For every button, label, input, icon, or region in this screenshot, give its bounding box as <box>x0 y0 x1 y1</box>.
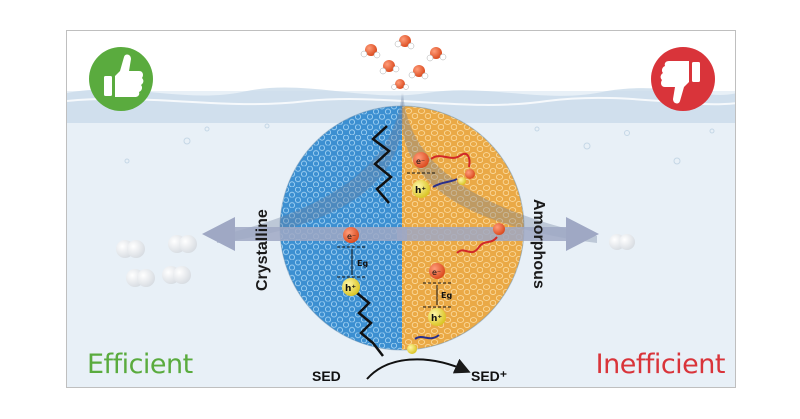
electron-symbol-amorphous-1: e⁻ <box>416 157 425 166</box>
hole-amorphous-1 <box>412 180 430 198</box>
hole-symbol-amorphous-1: h⁺ <box>415 186 426 196</box>
electron-amorphous-1 <box>413 152 429 168</box>
band-diagram-amorphous-top <box>407 152 475 198</box>
band-diagram-crystalline <box>337 227 367 296</box>
water-surface <box>67 87 735 123</box>
electron-crystalline <box>343 227 359 243</box>
electron-symbol-amorphous-2: e⁻ <box>432 268 441 277</box>
electron-symbol-crystalline: e⁻ <box>347 232 356 241</box>
bandgap-amorphous: Eg <box>441 291 452 300</box>
hole-symbol-amorphous-2: h⁺ <box>431 314 442 324</box>
left-arrow <box>202 217 407 251</box>
hydrogen-molecule-right <box>609 234 635 250</box>
hydrogen-molecules-left <box>116 235 197 287</box>
diagram-figure: Crystalline Amorphous SED SED⁺ e⁻ h⁺ Eg … <box>66 30 736 388</box>
bandgap-crystalline: Eg <box>357 259 368 268</box>
thumbs-up-icon <box>89 47 153 111</box>
hole-amorphous-2 <box>428 308 446 326</box>
hole-path-crystalline <box>356 292 384 357</box>
electron-amorphous-2 <box>429 263 445 279</box>
crystalline-label: Crystalline <box>254 209 271 291</box>
recombination-path-1 <box>430 152 471 168</box>
diagram-scene: Crystalline Amorphous SED SED⁺ e⁻ h⁺ Eg … <box>67 31 735 387</box>
water-bubbles <box>124 123 715 165</box>
efficient-caption: Efficient <box>87 349 193 380</box>
thumbs-down-icon <box>651 47 715 111</box>
electron-path-crystalline <box>371 125 393 204</box>
inefficient-caption: Inefficient <box>595 349 726 380</box>
water-molecules <box>360 35 447 90</box>
light-wedge-right <box>401 93 597 243</box>
sed-oxidation-arrow <box>366 358 471 380</box>
band-diagram-amorphous-bottom <box>407 223 505 354</box>
recombination-path-2 <box>456 236 498 254</box>
right-arrow <box>397 217 599 251</box>
light-wedge-left <box>217 93 403 243</box>
sed-plus-label: SED⁺ <box>471 368 507 384</box>
hole-crystalline <box>342 278 360 296</box>
amorphous-label: Amorphous <box>530 199 547 289</box>
hole-symbol-crystalline: h⁺ <box>345 284 356 294</box>
sed-label: SED <box>312 368 341 384</box>
